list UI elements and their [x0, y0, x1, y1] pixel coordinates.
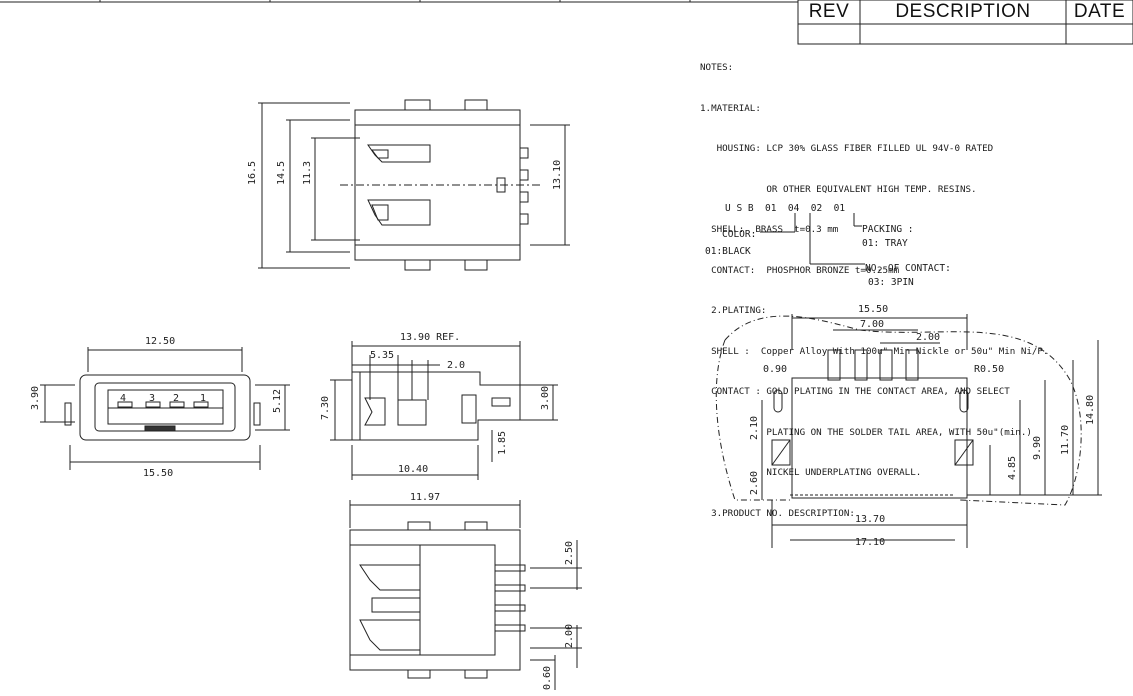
- dim-top-d3: 11.3: [302, 161, 313, 185]
- dim-fp-h4: 9.90: [1032, 436, 1043, 460]
- front-view: [40, 347, 290, 470]
- dim-side-length: 13.90 REF.: [400, 332, 460, 343]
- dim-fp-h1: 2.10: [749, 416, 760, 440]
- dim-bottom-d2: 2.00: [564, 624, 575, 648]
- packing-value: 01: TRAY: [862, 238, 908, 249]
- dim-bottom-width: 11.97: [410, 492, 440, 503]
- date-header: DATE: [1073, 1, 1126, 22]
- dim-front-height-left: 3.90: [30, 386, 41, 410]
- packing-label: PACKING :: [862, 224, 914, 235]
- dim-fp-h3: 4.85: [1007, 456, 1018, 480]
- notes-line: NOTES:: [700, 62, 734, 73]
- dim-top-d2: 14.5: [276, 161, 287, 185]
- revision-block: REV DESCRIPTION DATE: [798, 0, 1133, 44]
- pcb-footprint: [715, 314, 1102, 548]
- dimension-labels: 16.5 14.5 11.3 13.10 12.50 15.50 3.90 5.…: [30, 160, 1096, 690]
- color-label: COLOR:: [722, 229, 757, 240]
- dim-side-d2: 2.0: [447, 360, 465, 371]
- contacts-label: NO. OF CONTACT:: [865, 263, 951, 274]
- dim-fp-h2: 2.60: [749, 471, 760, 495]
- dim-fp-w3: 2.00: [916, 332, 940, 343]
- title-block-lines: [0, 0, 1133, 45]
- dim-fp-r: R0.50: [974, 364, 1004, 375]
- dim-side-d3: 3.00: [540, 386, 551, 410]
- dim-bottom-pitch: 2.50: [564, 541, 575, 565]
- pin-label: 1: [200, 393, 206, 404]
- dim-front-width-top: 12.50: [145, 336, 175, 347]
- dim-fp-w1: 15.50: [858, 304, 888, 315]
- dim-fp-w5: 17.10: [855, 537, 885, 548]
- rev-header: REV: [808, 1, 850, 22]
- dim-fp-w4: 13.70: [855, 514, 885, 525]
- dim-side-d1: 5.35: [370, 350, 394, 361]
- pin-label: 2: [173, 393, 179, 404]
- part-number-code: U S B 01 04 02 01: [725, 203, 846, 214]
- notes-line: 2.PLATING:: [700, 305, 767, 316]
- contacts-value: 03: 3PIN: [868, 277, 914, 288]
- part-number-leaders: [760, 213, 865, 265]
- notes-line: CONTACT : GOLD PLATING IN THE CONTACT AR…: [700, 386, 1010, 397]
- notes-line: HOUSING: LCP 30% GLASS FIBER FILLED UL 9…: [700, 143, 994, 154]
- notes-line: NICKEL UNDERPLATING OVERALL.: [700, 467, 922, 478]
- pin-label: 3: [149, 393, 155, 404]
- dim-side-d5: 10.40: [398, 464, 428, 475]
- notes-line: PLATING ON THE SOLDER TAIL AREA, WITH 50…: [700, 426, 1032, 438]
- description-header: DESCRIPTION: [895, 1, 1031, 22]
- dim-top-d1: 16.5: [247, 161, 258, 185]
- notes-line: SHELL: BRASS t=0.3 mm: [700, 224, 839, 235]
- pin-label: 4: [120, 393, 126, 404]
- top-view: [258, 99, 570, 271]
- dim-fp-h6: 14.80: [1085, 395, 1096, 425]
- bottom-view: [349, 500, 582, 690]
- notes-line: 3.PRODUCT NO. DESCRIPTION:: [700, 507, 855, 519]
- dim-bottom-d3: 0.60: [542, 666, 553, 690]
- notes-line: OR OTHER EQUIVALENT HIGH TEMP. RESINS.: [700, 183, 977, 195]
- notes-line: SHELL : Copper Alloy With 100u" Min Nick…: [700, 345, 1049, 357]
- notes-line: CONTACT: PHOSPHOR BRONZE t=0.25mm: [700, 264, 900, 276]
- notes-block: NOTES: 1.MATERIAL: HOUSING: LCP 30% GLAS…: [700, 34, 1048, 534]
- dim-top-d4: 13.10: [552, 160, 563, 190]
- dim-side-height: 7.30: [320, 396, 331, 420]
- color-value: 01:BLACK: [705, 246, 751, 257]
- dim-fp-hole: 0.90: [763, 364, 787, 375]
- dim-side-d4: 1.85: [497, 431, 508, 455]
- side-view: [330, 341, 558, 480]
- dim-front-height-right: 5.12: [272, 389, 283, 413]
- notes-line: 1.MATERIAL:: [700, 102, 761, 114]
- dim-front-width-bottom: 15.50: [143, 468, 173, 479]
- dim-fp-w2: 7.00: [860, 319, 884, 330]
- dim-fp-h5: 11.70: [1060, 425, 1071, 455]
